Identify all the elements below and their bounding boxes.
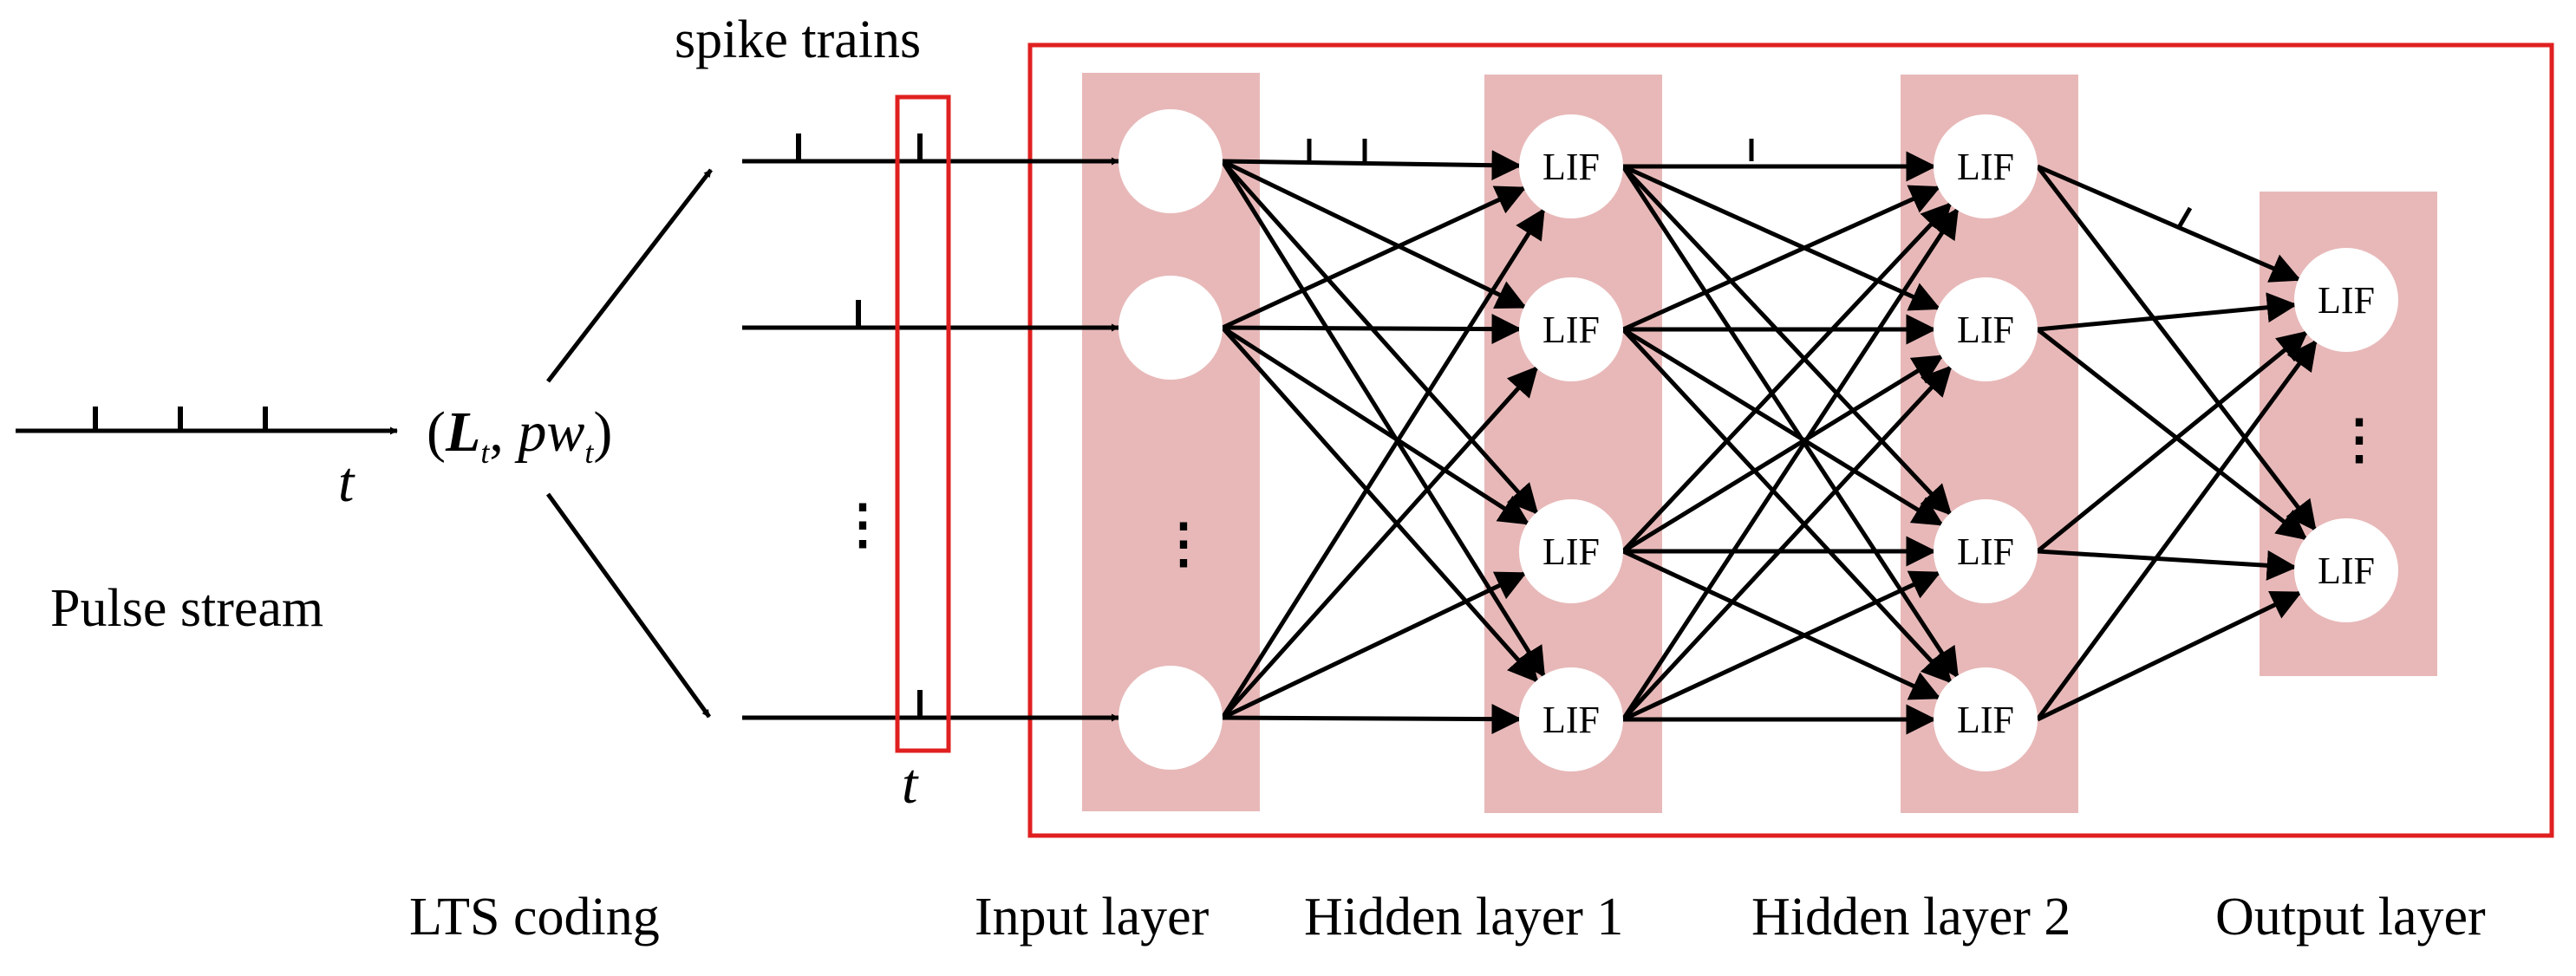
hidden2-neuron-label: LIF <box>1957 146 2014 188</box>
hidden2-neuron-label: LIF <box>1957 530 2014 573</box>
connection-edge <box>2036 590 2303 722</box>
connection-edge <box>1221 159 1539 515</box>
spike-trains-ellipsis: ⋮ <box>836 496 890 555</box>
input-layer-caption: Input layer <box>975 888 1210 947</box>
connection-edge <box>1621 165 1953 516</box>
hidden1-neuron-label: LIF <box>1542 146 1600 188</box>
hidden2-neuron <box>1934 667 2038 771</box>
connection-edge <box>2037 292 2298 332</box>
spike-trains: ⋮ <box>742 133 1119 722</box>
hidden1-neuron-label: LIF <box>1542 699 1600 741</box>
hidden2-neuron-label: LIF <box>1957 699 2014 741</box>
coding-pw-subscript: t <box>584 435 594 470</box>
close-paren: ) <box>593 400 612 464</box>
connection-edge <box>1621 549 1941 700</box>
connection-edge <box>2035 339 2318 721</box>
connection-edge <box>1221 159 1528 309</box>
coding-L-subscript: t <box>480 435 490 470</box>
connection-edge <box>2037 164 2302 283</box>
output-neuron-label: LIF <box>2318 279 2375 322</box>
output-neuron <box>2294 518 2398 622</box>
connection-edge <box>1221 325 1530 525</box>
connection-edge <box>1221 571 1528 720</box>
hidden2-neuron <box>1934 114 2038 218</box>
output-layer-ellipsis: ⋮ <box>2332 411 2386 470</box>
hidden2-neuron-label: LIF <box>1957 309 2014 351</box>
pulse-time-label: t <box>338 451 355 514</box>
connection-edge <box>1222 704 1523 735</box>
network-frame <box>1027 42 2554 838</box>
connections <box>1220 150 2318 735</box>
connection-edge <box>1220 207 1546 719</box>
input-neuron <box>1118 276 1223 380</box>
connection-edge <box>1621 355 1944 554</box>
connection-edge <box>1621 202 1953 553</box>
hidden1-neuron-label: LIF <box>1542 530 1600 573</box>
hidden1-neuron <box>1519 667 1623 771</box>
connection-edge <box>2036 330 2309 553</box>
hidden1-neuron <box>1519 499 1623 603</box>
split-arrow-down <box>545 492 712 719</box>
open-paren: ( <box>427 400 446 464</box>
input-layer-ellipsis: ⋮ <box>1157 515 1210 574</box>
connection-edge <box>1621 207 1960 721</box>
lts-coding-caption: LTS coding <box>409 888 660 947</box>
spike-trains-label: spike trains <box>675 10 921 69</box>
input-neuron <box>1118 666 1223 770</box>
connection-edge <box>1221 366 1539 719</box>
time-step-label: t <box>902 752 919 816</box>
coding-L: L <box>445 400 480 464</box>
output-neuron-label: LIF <box>2318 550 2375 592</box>
connection-edge <box>2036 328 2308 541</box>
output-neuron <box>2294 248 2398 352</box>
output-layer-caption: Output layer <box>2215 888 2486 947</box>
connection-edge <box>1222 150 1523 181</box>
connection-edge <box>1621 570 1941 722</box>
connection-edge <box>1621 164 1941 311</box>
connection-edge <box>1621 185 1941 332</box>
connection-edge <box>1621 365 1953 721</box>
connection-edge <box>1221 185 1527 330</box>
hidden2-neuron <box>1934 277 2038 381</box>
layer-bands <box>1082 73 2437 813</box>
connection-spike-tick <box>2175 206 2193 231</box>
connection-edge <box>2036 165 2317 532</box>
connection-edge <box>1222 314 1523 345</box>
hidden-layer-2-caption: Hidden layer 2 <box>1751 888 2071 947</box>
pulse-stream: t Pulse stream <box>16 407 398 638</box>
time-step-box <box>895 94 951 753</box>
connection-edge <box>1621 327 1944 526</box>
hidden1-neuron <box>1519 277 1623 381</box>
split-arrow-up <box>546 168 713 383</box>
connection-edge <box>1221 326 1539 683</box>
input-neuron <box>1118 109 1223 213</box>
coding-pw: pw <box>514 400 584 464</box>
connection-edge <box>2037 549 2298 581</box>
coding-comma: , <box>489 400 518 464</box>
pulse-stream-label: Pulse stream <box>50 579 323 638</box>
layer-captions: LTS coding Input layer Hidden layer 1 Hi… <box>409 888 2486 947</box>
lts-coding-tuple: (Lt, pwt) <box>427 400 612 470</box>
hidden1-neuron-label: LIF <box>1542 309 1600 351</box>
connection-edge <box>1621 328 1953 684</box>
hidden2-neuron <box>1934 499 2038 603</box>
hidden1-neuron <box>1519 114 1623 218</box>
hidden-layer-1-caption: Hidden layer 1 <box>1304 888 1623 947</box>
neurons: ⋮ LIF LIF LIF LIF LIF LIF LIF LIF LIF LI… <box>1118 109 2398 771</box>
